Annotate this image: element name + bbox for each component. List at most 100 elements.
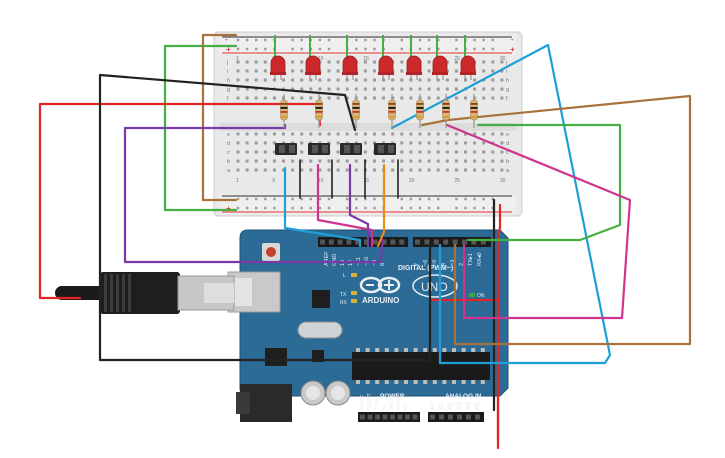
row-letter: g [506, 87, 509, 93]
push-button[interactable] [275, 143, 297, 155]
led-rim [270, 72, 286, 75]
rail-minus-label: - [225, 35, 228, 44]
led-rim [342, 72, 358, 75]
digital-pin-label: RX◂0 [477, 253, 483, 266]
column-number: 10 [318, 178, 324, 184]
push-button-cap[interactable] [289, 145, 295, 153]
wire-purple-switch [348, 163, 370, 248]
wire-brown-right [420, 94, 692, 346]
led-l-label: L [343, 273, 346, 279]
resistor-body [315, 99, 323, 121]
resistor-body [470, 99, 478, 121]
bottom-rail [220, 194, 516, 214]
usb-cable [55, 272, 235, 314]
resistor [470, 94, 478, 128]
row-letter: e [506, 132, 509, 138]
led-rim [460, 72, 476, 75]
resistor-band [280, 111, 288, 113]
row-letter: i [227, 69, 228, 75]
push-button-cap[interactable] [312, 145, 318, 153]
arduino-logo [359, 276, 401, 294]
rail-minus-label-right: - [511, 35, 514, 44]
push-button[interactable] [374, 143, 396, 155]
digital-header-label: DIGITAL (PWM~) [398, 265, 453, 272]
resistor-band [280, 103, 288, 105]
analog-pin-label: A0 [430, 402, 436, 410]
led-rx-indicator [351, 299, 357, 303]
column-number: 25 [454, 178, 460, 184]
resistor-body [352, 99, 360, 121]
row-letter: j [226, 60, 228, 66]
row-letter: h [506, 78, 509, 84]
resistor-band [470, 103, 478, 105]
row-letter: f [506, 96, 508, 102]
power-pin-label: GND [389, 399, 395, 411]
wire-purple-loop [123, 123, 385, 264]
row-letter: g [227, 87, 230, 93]
resistor-band [388, 107, 396, 109]
row-letter: e [227, 132, 230, 138]
led-body [432, 55, 448, 74]
led-on-indicator [469, 293, 475, 297]
row-letter: d [506, 141, 509, 147]
row-letter: b [506, 159, 509, 165]
analog-pin-label: A2 [448, 402, 454, 410]
resistor-band [470, 116, 478, 118]
row-letter: h [227, 78, 230, 84]
led [305, 35, 321, 80]
rail-plus-label-right: + [510, 45, 515, 54]
push-button-cap[interactable] [322, 145, 328, 153]
resistor-body [442, 99, 450, 121]
resistor-band [352, 107, 360, 109]
resistor-band [280, 107, 288, 109]
leds [270, 35, 476, 80]
usb-chip [312, 290, 330, 308]
push-button[interactable] [308, 143, 330, 155]
resistor-band [470, 107, 478, 109]
digital-pin-label: ~5 [432, 260, 438, 266]
led-rim [406, 72, 422, 75]
voltage-regulator [265, 348, 287, 366]
digital-pin-label: 2 [459, 263, 465, 266]
column-number: 25 [454, 56, 460, 62]
model-label: UNO [421, 280, 448, 294]
resistor [352, 94, 360, 128]
analog-header [428, 412, 484, 422]
crystal [297, 321, 343, 339]
analog-pin-label: A4 [466, 402, 472, 410]
resistor-band [442, 116, 450, 118]
column-number: 10 [318, 56, 324, 62]
led-rim [378, 72, 394, 75]
led-tx-indicator [351, 291, 357, 295]
analog-pin-label: A1 [439, 402, 445, 410]
resistor-band [388, 111, 396, 113]
resistor-body [388, 99, 396, 121]
top-rail [220, 35, 516, 55]
digital-pin-label: 4 [441, 263, 447, 266]
push-button[interactable] [340, 143, 362, 155]
brand-label: ARDUINO [362, 296, 399, 305]
wire-pink-switch [316, 163, 374, 248]
row-letter: d [227, 141, 230, 147]
push-button-cap[interactable] [279, 145, 285, 153]
resistor-band [388, 116, 396, 118]
push-button-cap[interactable] [344, 145, 350, 153]
column-number: 15 [363, 56, 369, 62]
power-header [358, 412, 420, 422]
led-body [305, 55, 321, 74]
power-label: POWER [380, 393, 405, 400]
resistor-band [352, 103, 360, 105]
column-number: 20 [409, 178, 415, 184]
push-button-cap[interactable] [388, 145, 394, 153]
push-button-cap[interactable] [354, 145, 360, 153]
led [406, 35, 422, 80]
wire-blue-switch [283, 166, 362, 248]
row-letter: a [227, 168, 231, 174]
push-button-cap[interactable] [378, 145, 384, 153]
wire-green-right [466, 123, 622, 242]
led [378, 35, 394, 80]
resistor [388, 94, 396, 128]
row-letter: i [506, 69, 507, 75]
resistor [442, 94, 450, 128]
